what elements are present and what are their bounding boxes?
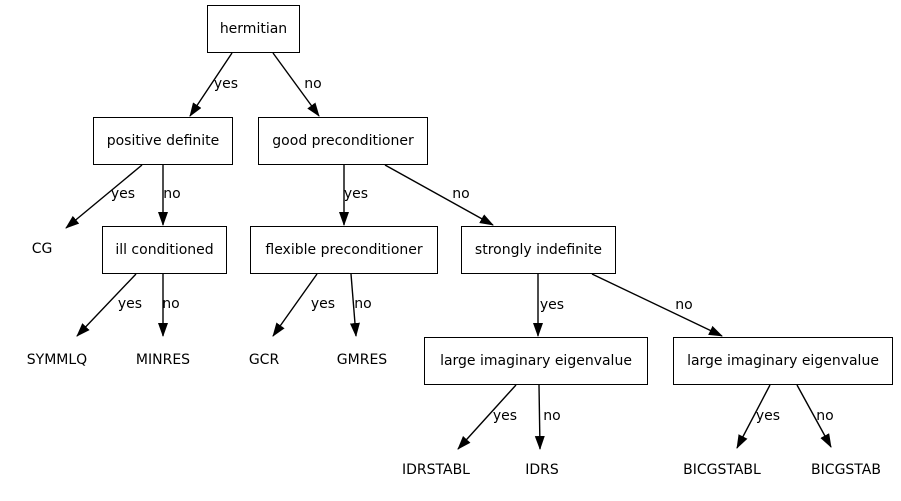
leaf-gmres: GMRES <box>336 352 388 368</box>
edge-large-imag-left-yes <box>457 384 517 450</box>
edge-hermitian-yes <box>189 52 233 117</box>
node-ill-conditioned: ill conditioned <box>102 226 227 274</box>
leaf-bicgstab: BICGSTAB <box>811 462 881 478</box>
edge-large-imag-left-no <box>534 384 545 450</box>
node-good-preconditioner: good preconditioner <box>258 117 428 165</box>
edge-label-hermitian-yes: yes <box>213 76 239 92</box>
leaf-bicgstabl: BICGSTABL <box>683 462 761 478</box>
edge-label-large-imag-right-no: no <box>816 408 834 424</box>
leaf-minres: MINRES <box>135 352 191 368</box>
edge-positive-definite-yes <box>65 164 143 229</box>
edge-flexible-preconditioner-yes <box>272 273 318 337</box>
edge-good-preconditioner-no <box>384 164 494 226</box>
edge-label-positive-definite-yes: yes <box>110 186 136 202</box>
edge-label-good-preconditioner-yes: yes <box>343 186 369 202</box>
node-flexible-preconditioner: flexible preconditioner <box>250 226 438 274</box>
leaf-gcr: GCR <box>248 352 280 368</box>
edge-label-flexible-preconditioner-no: no <box>354 296 372 312</box>
edge-label-large-imag-right-yes: yes <box>755 408 781 424</box>
edge-label-hermitian-no: no <box>304 76 322 92</box>
leaf-symmlq: SYMMLQ <box>26 352 88 368</box>
node-large-imag-left: large imaginary eigenvalue <box>424 337 648 385</box>
edge-hermitian-no <box>272 52 320 117</box>
edge-label-large-imag-left-yes: yes <box>492 408 518 424</box>
edge-label-flexible-preconditioner-yes: yes <box>310 296 336 312</box>
edge-large-imag-right-no <box>796 384 832 448</box>
edge-label-strongly-indefinite-yes: yes <box>539 297 565 313</box>
leaf-idrs: IDRS <box>525 462 559 478</box>
edge-flexible-preconditioner-no <box>349 273 360 337</box>
edge-label-ill-conditioned-yes: yes <box>117 296 143 312</box>
node-strongly-indefinite: strongly indefinite <box>461 226 616 274</box>
edge-label-positive-definite-no: no <box>163 186 181 202</box>
node-large-imag-right: large imaginary eigenvalue <box>673 337 893 385</box>
edge-label-ill-conditioned-no: no <box>162 296 180 312</box>
leaf-idrstabl: IDRSTABL <box>402 462 470 478</box>
node-positive-definite: positive definite <box>93 117 233 165</box>
edge-label-large-imag-left-no: no <box>543 408 561 424</box>
edge-large-imag-right-yes <box>736 384 771 449</box>
leaf-cg: CG <box>31 241 53 257</box>
node-hermitian: hermitian <box>207 5 300 53</box>
edge-label-good-preconditioner-no: no <box>452 186 470 202</box>
edge-label-strongly-indefinite-no: no <box>675 297 693 313</box>
edge-strongly-indefinite-no <box>591 273 723 337</box>
edge-ill-conditioned-yes <box>76 273 137 337</box>
